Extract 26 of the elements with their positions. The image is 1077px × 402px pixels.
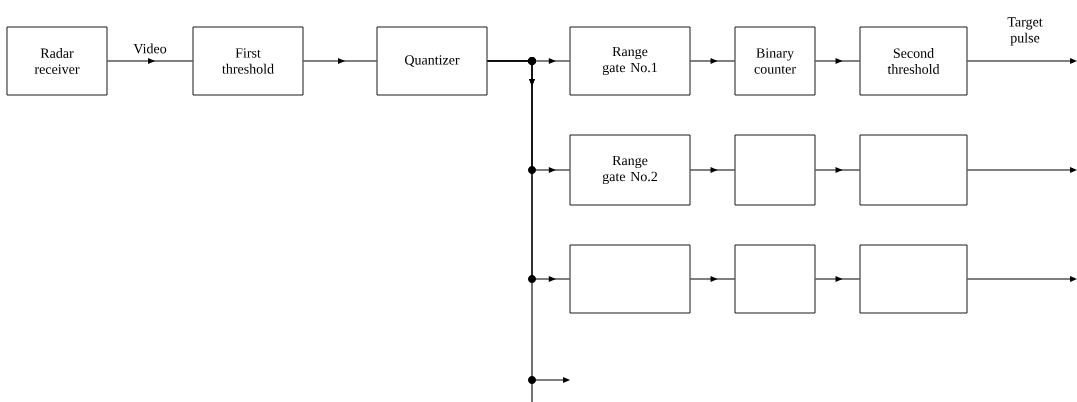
process-box: Second threshold (859, 26, 968, 96)
arrow (966, 276, 1077, 282)
process-box: First threshold (192, 26, 304, 96)
process-box: Binary counter (734, 26, 816, 96)
arrow (689, 167, 736, 173)
empty-box (859, 244, 968, 314)
arrow (689, 58, 736, 64)
empty-box (734, 244, 816, 314)
arrow (106, 58, 194, 64)
process-box: Radar receiver (6, 26, 108, 96)
arrow (814, 167, 861, 173)
empty-box (859, 134, 968, 206)
process-box: Quantizer (376, 26, 488, 96)
arrow (302, 58, 378, 64)
edge-label: Video (132, 42, 168, 55)
arrow (814, 276, 861, 282)
empty-box (569, 244, 691, 314)
arrow (814, 58, 861, 64)
process-box: Range gate No.2 (569, 134, 691, 206)
arrow (966, 58, 1077, 64)
arrow (689, 276, 736, 282)
edge-label: Target pulse (999, 16, 1051, 47)
arrow (486, 57, 571, 384)
arrow (966, 167, 1077, 173)
process-box: Range gate No.1 (569, 26, 691, 96)
empty-box (734, 134, 816, 206)
